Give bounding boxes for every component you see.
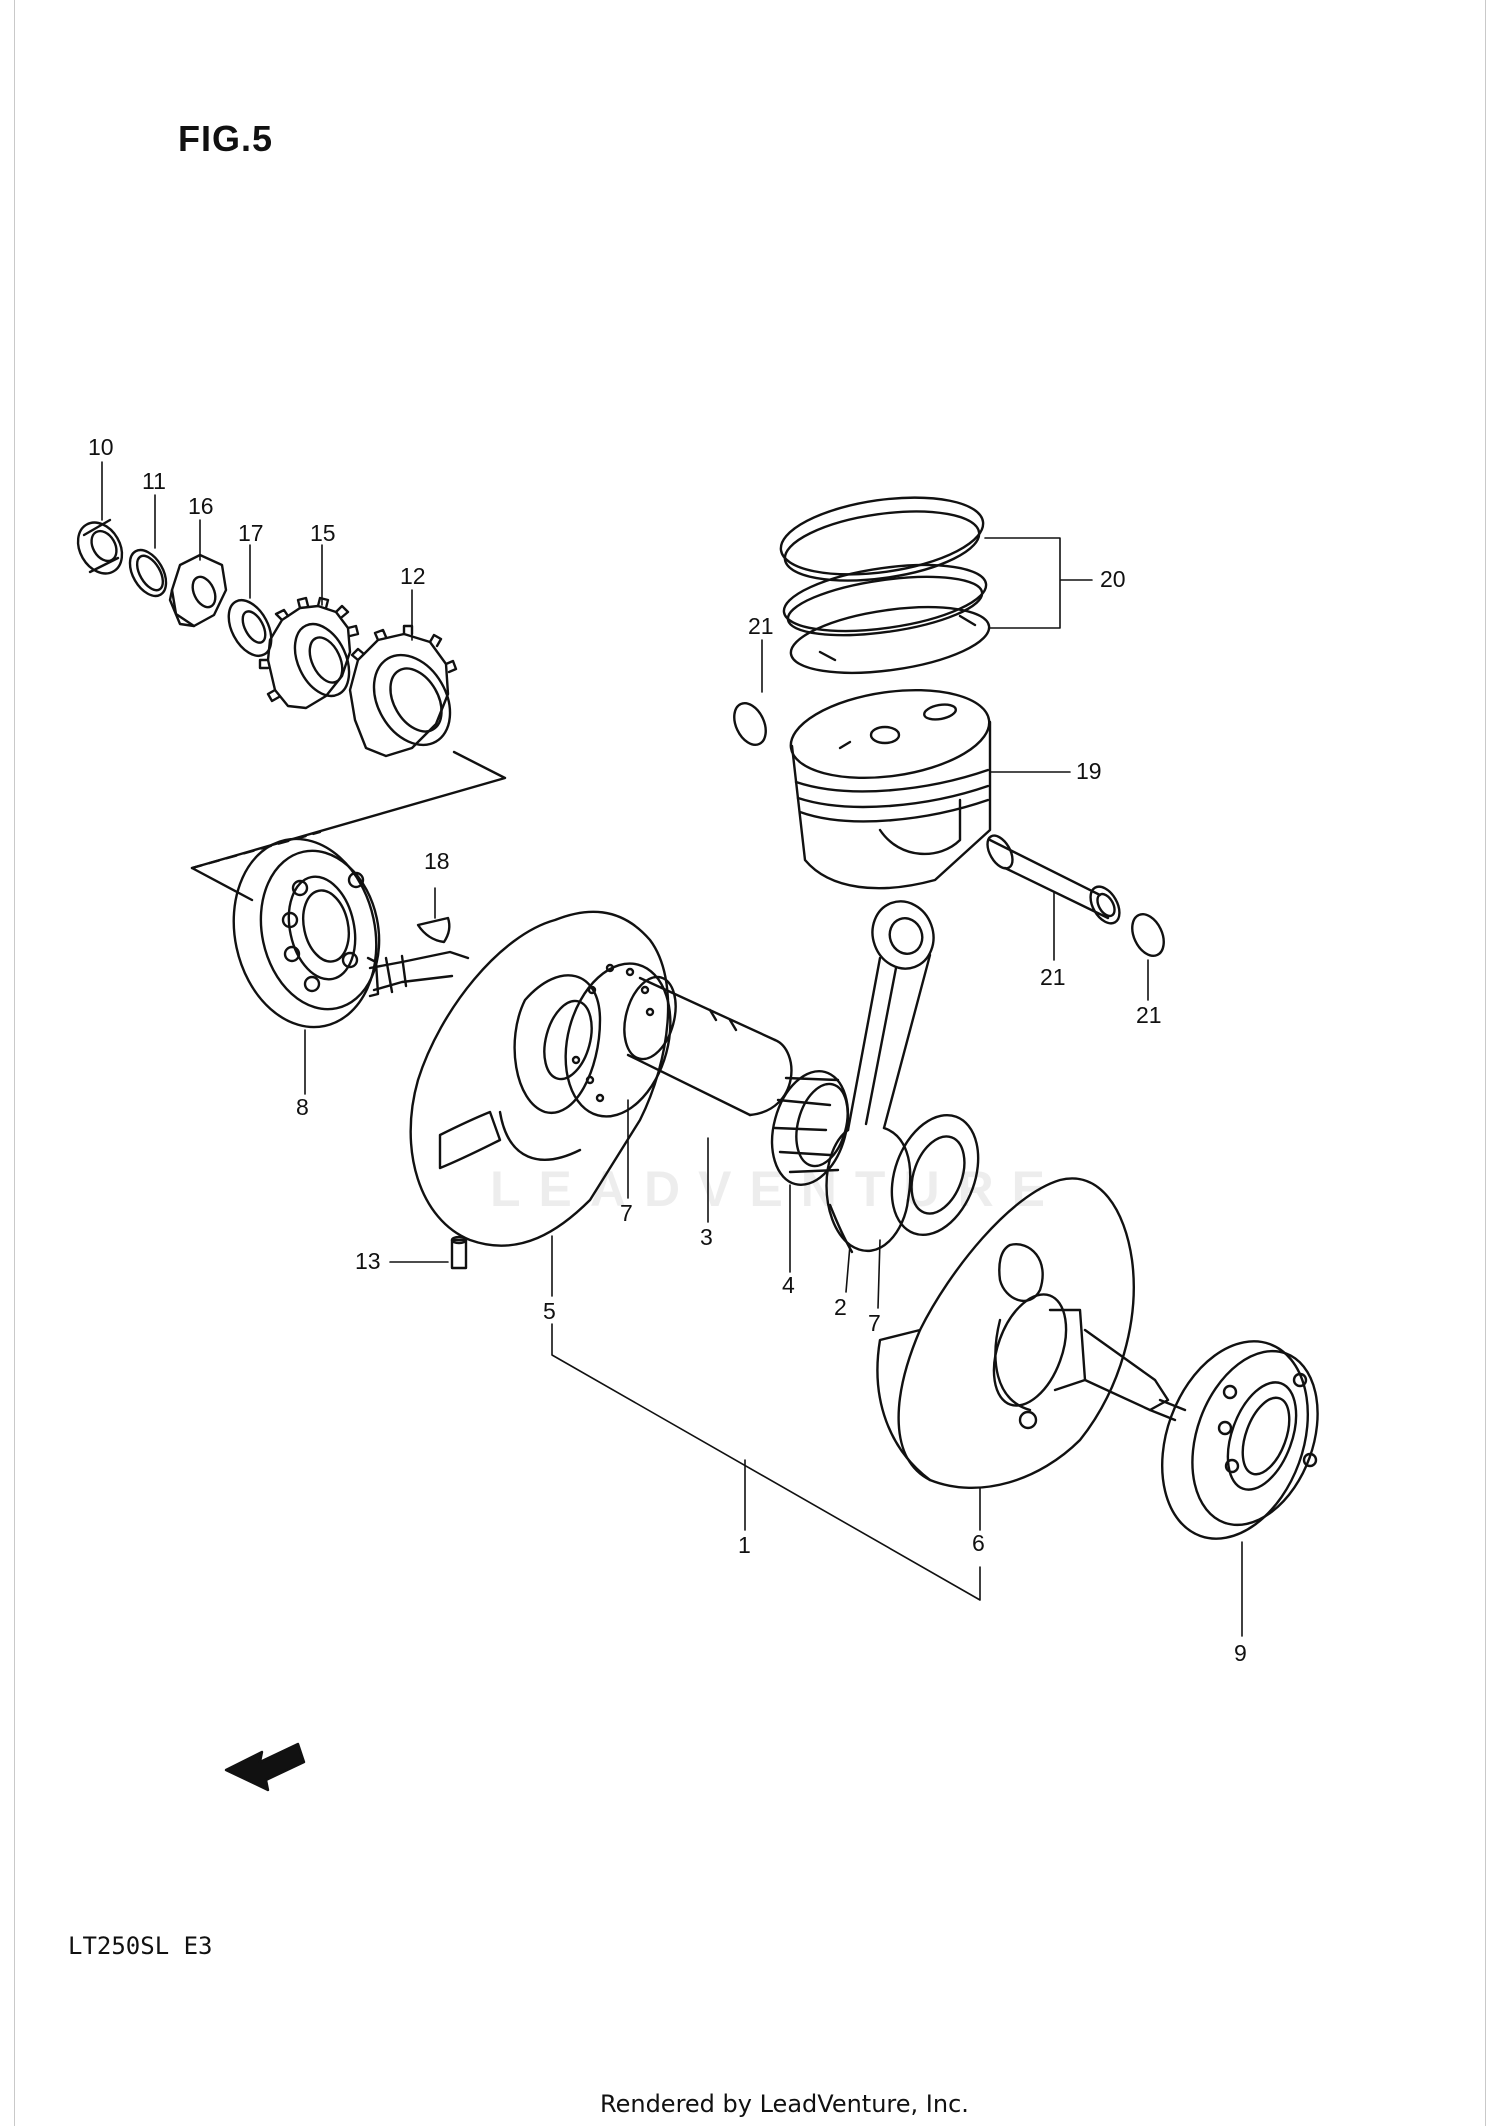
callout-12: 12 (400, 563, 426, 589)
callout-5: 5 (543, 1298, 556, 1324)
circlip-part-21b (1131, 913, 1165, 957)
thrust-washer-part-7b (890, 1113, 980, 1237)
callout-16: 17 (238, 520, 264, 546)
callout-4: 4 (782, 1272, 795, 1298)
callout-14: 15 (310, 520, 336, 546)
callout-11: 11 (142, 468, 166, 494)
callout-7-right: 7 (868, 1310, 881, 1336)
callout-19: 20 (1100, 566, 1126, 592)
page-frame (14, 0, 1486, 2126)
model-code: LT250SL E3 (68, 1932, 213, 1960)
callout-13: 13 (355, 1248, 381, 1274)
callout-10: 10 (88, 434, 114, 460)
callout-2: 2 (834, 1294, 847, 1320)
dowel-pin-part-13 (450, 1235, 468, 1270)
piston-pin-part-20 (986, 834, 1121, 925)
key-part-17 (416, 916, 451, 944)
washer-part-16 (227, 598, 273, 658)
leader-lines (101, 461, 1243, 1637)
callout-15: 16 (188, 493, 214, 519)
crank-web-right-part-6 (876, 1177, 1187, 1490)
circlip-part-11 (128, 548, 168, 598)
circlip-part-21a (733, 702, 767, 746)
connecting-rod-part-2 (825, 900, 935, 1254)
render-credit: Rendered by LeadVenture, Inc. (600, 2090, 969, 2118)
callout-7-left: 7 (620, 1200, 633, 1226)
gear-part-12 (348, 624, 458, 758)
gear-part-14 (258, 596, 360, 710)
crank-web-left-part-5 (366, 910, 672, 1247)
assembly-guide-line (190, 750, 507, 902)
oil-seal-part-10 (76, 518, 124, 575)
callout-17: 18 (424, 848, 450, 874)
thrust-washer-part-7b-inner (910, 1135, 966, 1215)
callout-9: 9 (1234, 1640, 1247, 1666)
callout-21-right: 21 (1136, 1002, 1162, 1028)
callout-21-left: 21 (748, 613, 774, 639)
callout-1: 1 (738, 1532, 751, 1558)
nut-part-15 (168, 553, 228, 628)
needle-bearing-part-4 (770, 1070, 850, 1186)
callout-20: 21 (1040, 964, 1066, 990)
callout-6: 6 (972, 1530, 985, 1556)
callout-3: 3 (700, 1224, 713, 1250)
bearing-part-9 (1160, 1340, 1319, 1540)
callout-8: 8 (296, 1094, 309, 1120)
fwd-arrow-icon (224, 1742, 306, 1792)
bearing-part-8 (232, 837, 381, 1029)
callout-18: 19 (1076, 758, 1102, 784)
figure-title: FIG.5 (178, 118, 274, 159)
piston-part-18 (789, 688, 992, 890)
piston-rings-part-19 (779, 496, 991, 675)
